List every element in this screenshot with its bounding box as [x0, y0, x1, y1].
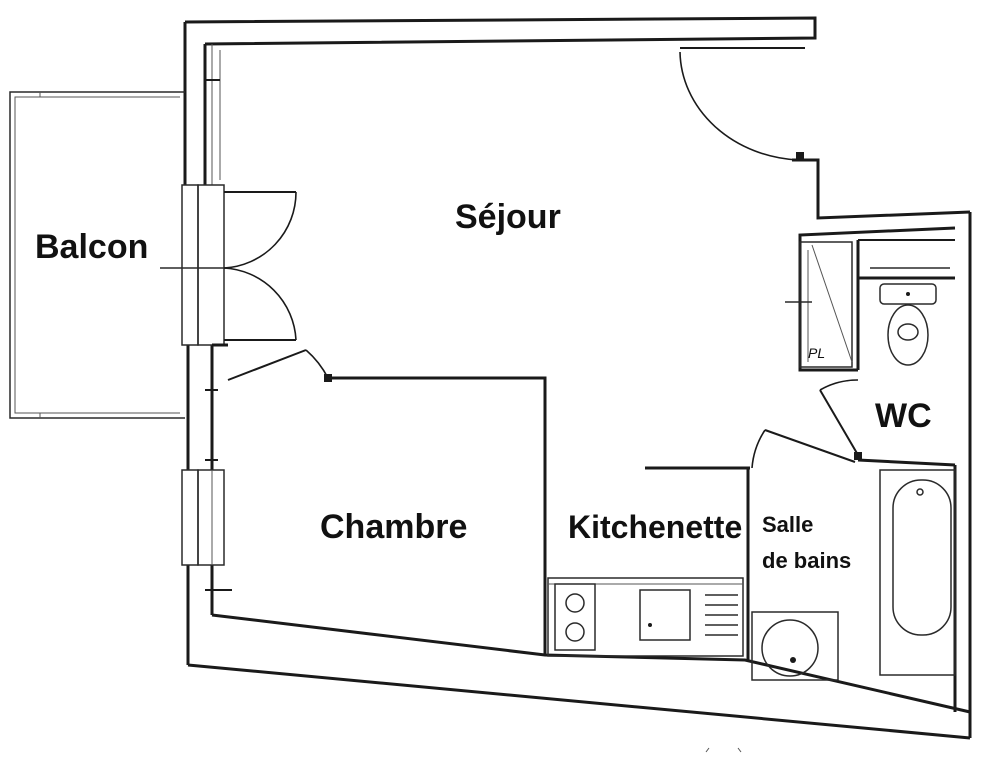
bedroom-door — [227, 349, 332, 382]
french-door — [160, 184, 297, 346]
room-label-chambre: Chambre — [320, 508, 467, 546]
scan-marks — [705, 747, 742, 753]
room-label-sejour: Séjour — [455, 198, 561, 236]
washbasin — [751, 611, 839, 681]
drain-icon — [648, 623, 652, 627]
entrance-door — [679, 47, 805, 161]
wall-ticks — [205, 79, 232, 591]
sink — [639, 589, 691, 641]
room-label-wc: WC — [875, 397, 932, 435]
closet-label: PL — [808, 345, 825, 361]
room-label-kitchenette: Kitchenette — [568, 509, 742, 545]
bathroom-door — [751, 429, 856, 469]
balcony-outline — [9, 91, 185, 419]
drainer-icon — [705, 594, 738, 636]
toilet-icon — [879, 283, 937, 366]
bathtub — [879, 469, 956, 676]
burner-icon — [565, 593, 585, 613]
room-label-balcon: Balcon — [35, 228, 148, 266]
cooktop — [554, 583, 596, 651]
interior-walls — [212, 239, 956, 660]
closet-placard: PL — [785, 241, 853, 368]
wc-door — [819, 379, 862, 460]
burner-icon — [565, 622, 585, 642]
bedroom-window — [181, 469, 225, 566]
room-label-salle: Salle — [762, 512, 813, 537]
room-label-de-bains: de bains — [762, 548, 851, 573]
kitchen-counter — [547, 577, 744, 657]
exterior-walls — [183, 16, 972, 740]
